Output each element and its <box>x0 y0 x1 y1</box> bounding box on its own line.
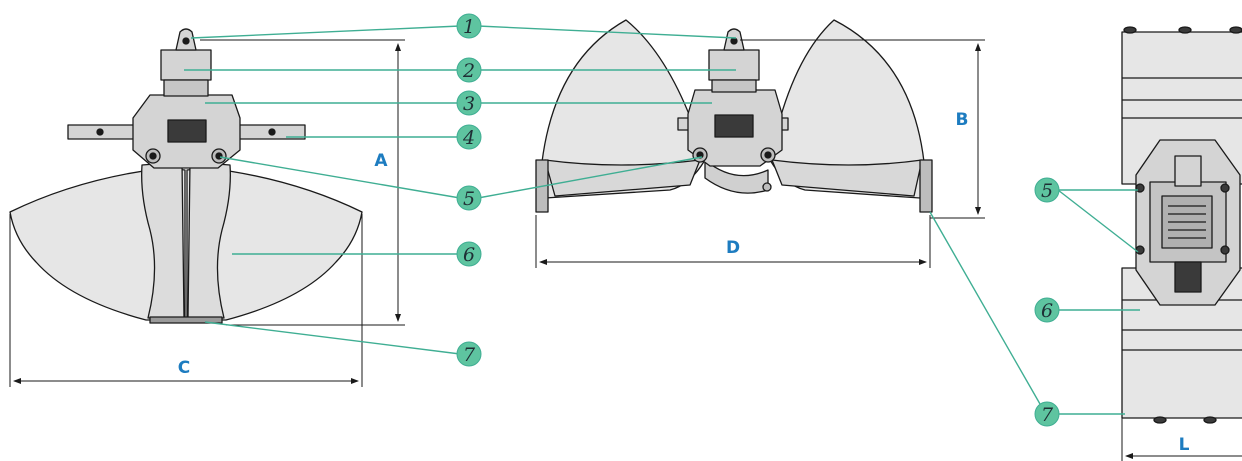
bucket-shell-right <box>186 167 363 321</box>
callout-5-right: 5 <box>1034 177 1060 203</box>
dimension-l-label: L <box>1179 435 1190 455</box>
svg-text:5: 5 <box>463 188 475 210</box>
closed-bucket-side-view <box>9 28 363 324</box>
dimension-a-label: A <box>374 151 388 171</box>
svg-text:6: 6 <box>463 244 475 266</box>
dimension-a <box>200 39 405 326</box>
callout-6-right: 6 <box>1034 297 1060 323</box>
callout-2: 2 <box>456 57 482 83</box>
svg-text:7: 7 <box>1041 404 1054 426</box>
callout-4: 4 <box>456 124 482 150</box>
svg-text:7: 7 <box>463 344 476 366</box>
callout-7-right: 7 <box>1034 401 1060 427</box>
svg-text:4: 4 <box>462 127 475 149</box>
open-bucket-side-view <box>535 19 933 213</box>
dimension-b-label: B <box>956 110 969 130</box>
svg-text:5: 5 <box>1041 180 1053 202</box>
leader-lines <box>184 25 1140 415</box>
callout-6: 6 <box>456 241 482 267</box>
svg-text:3: 3 <box>463 93 475 115</box>
dimension-l <box>1121 418 1242 461</box>
callout-3: 3 <box>456 90 482 116</box>
arm-right <box>187 161 231 319</box>
bucket-end-view <box>1121 26 1242 424</box>
rotator <box>160 49 212 81</box>
callout-markers: 1 2 3 4 5 6 7 5 <box>456 13 1060 427</box>
callout-5: 5 <box>456 185 482 211</box>
dimension-d <box>535 215 931 268</box>
svg-text:2: 2 <box>462 60 475 82</box>
arm-left <box>141 161 185 319</box>
dimension-c-label: C <box>178 358 190 378</box>
svg-text:1: 1 <box>463 16 475 38</box>
bucket-shell-left <box>9 167 186 321</box>
callout-7: 7 <box>456 341 482 367</box>
svg-text:6: 6 <box>1041 300 1053 322</box>
dimension-d-label: D <box>726 238 740 258</box>
dimension-c <box>9 214 363 387</box>
callout-1: 1 <box>456 13 482 39</box>
dimension-b <box>740 39 985 219</box>
